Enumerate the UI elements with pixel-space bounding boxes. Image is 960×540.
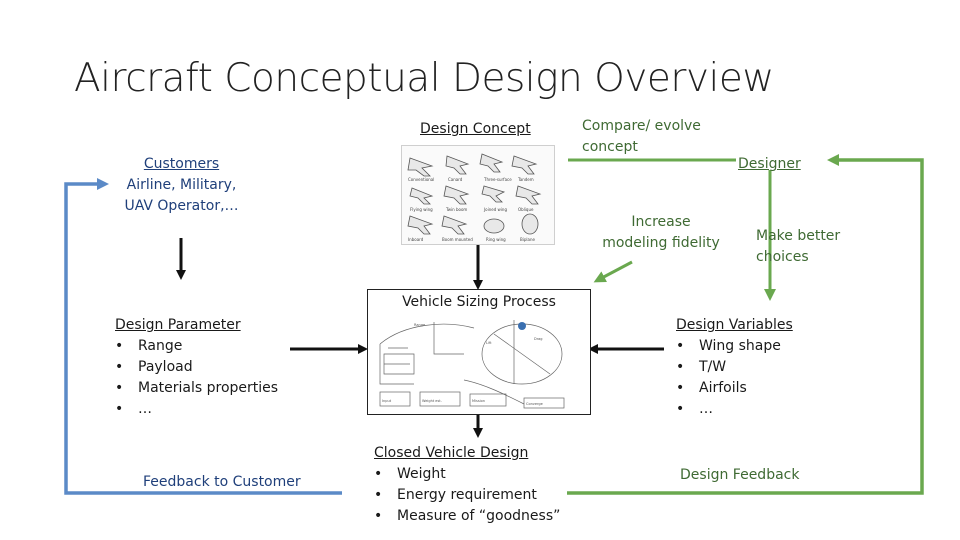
svg-text:Tandem: Tandem (517, 177, 534, 182)
feedback-customer-label: Feedback to Customer (143, 474, 301, 490)
design-concept-label: Design Concept (420, 121, 531, 137)
svg-text:Ring wing: Ring wing (486, 237, 506, 242)
svg-text:Three-surface: Three-surface (483, 177, 512, 182)
closed-vehicle-heading: Closed Vehicle Design (374, 445, 529, 461)
list-item: Measure of “goodness” (374, 506, 560, 527)
svg-text:Inboard: Inboard (408, 237, 424, 242)
customers-heading: Customers (143, 156, 220, 172)
increase-fidelity-arrow (593, 260, 633, 283)
vehicle-sizing-label: Vehicle Sizing Process (402, 294, 556, 310)
svg-text:Canard: Canard (448, 177, 463, 182)
list-item: … (676, 399, 793, 420)
svg-text:Lift: Lift (486, 341, 492, 345)
svg-text:Input: Input (382, 399, 392, 403)
customer-feedback-loop (64, 178, 342, 495)
svg-text:Biplane: Biplane (520, 237, 535, 242)
make-better-line-2: choices (756, 249, 809, 265)
svg-text:Joined wing: Joined wing (483, 207, 507, 212)
list-item: … (115, 399, 278, 420)
customers-line-1: Airline, Military, (126, 177, 237, 193)
list-item: T/W (676, 357, 793, 378)
increase-fidelity-line-2: modeling fidelity (602, 235, 720, 251)
list-item: Materials properties (115, 378, 278, 399)
list-item: Range (115, 336, 278, 357)
compare-evolve-label: Compare/ evolve concept (582, 118, 701, 155)
svg-text:Converge: Converge (526, 402, 543, 406)
svg-text:Weight est.: Weight est. (422, 399, 442, 403)
list-item: Weight (374, 464, 560, 485)
aircraft-configurations-picture: Conventional Canard Three-surface Tandem… (401, 145, 555, 245)
aircraft-sketches-icon: Conventional Canard Three-surface Tandem… (407, 153, 542, 242)
svg-text:Oblique: Oblique (518, 207, 534, 212)
designer-label: Designer (738, 156, 801, 172)
svg-text:Conventional: Conventional (408, 177, 434, 182)
design-variables-list: Wing shape T/W Airfoils … (676, 336, 793, 420)
design-feedback-label: Design Feedback (680, 467, 800, 483)
design-parameter-block: Design Parameter Range Payload Materials… (115, 315, 278, 420)
make-better-line-1: Make better (756, 228, 841, 244)
svg-text:Flying wing: Flying wing (410, 207, 433, 212)
design-feedback-loop (567, 154, 924, 495)
svg-text:Boom mounted: Boom mounted (442, 237, 473, 242)
svg-text:Mission: Mission (472, 399, 485, 403)
list-item: Airfoils (676, 378, 793, 399)
design-variables-block: Design Variables Wing shape T/W Airfoils… (676, 315, 793, 420)
increase-fidelity-line-1: Increase (631, 214, 691, 230)
design-variables-heading: Design Variables (676, 317, 793, 333)
svg-text:Drag: Drag (534, 337, 543, 341)
list-item: Wing shape (676, 336, 793, 357)
svg-text:Twin boom: Twin boom (445, 207, 467, 212)
sizing-process-chart-icon: Range Lift Drag Input Weight est. Missio… (379, 320, 565, 409)
list-item: Payload (115, 357, 278, 378)
make-better-label: Make better choices (756, 226, 840, 268)
svg-text:Range: Range (414, 323, 425, 327)
closed-vehicle-list: Weight Energy requirement Measure of “go… (374, 464, 560, 527)
customers-line-2: UAV Operator,… (124, 198, 239, 214)
vehicle-sizing-box: Vehicle Sizing Process Range Lift Drag I… (367, 289, 591, 415)
increase-fidelity-label: Increase modeling fidelity (586, 212, 736, 254)
list-item: Energy requirement (374, 485, 560, 506)
customers-block: Customers Airline, Military, UAV Operato… (99, 154, 264, 217)
page-title: Aircraft Conceptual Design Overview (74, 56, 774, 101)
design-parameter-list: Range Payload Materials properties … (115, 336, 278, 420)
design-parameter-heading: Design Parameter (115, 317, 241, 333)
closed-vehicle-block: Closed Vehicle Design Weight Energy requ… (374, 443, 560, 527)
